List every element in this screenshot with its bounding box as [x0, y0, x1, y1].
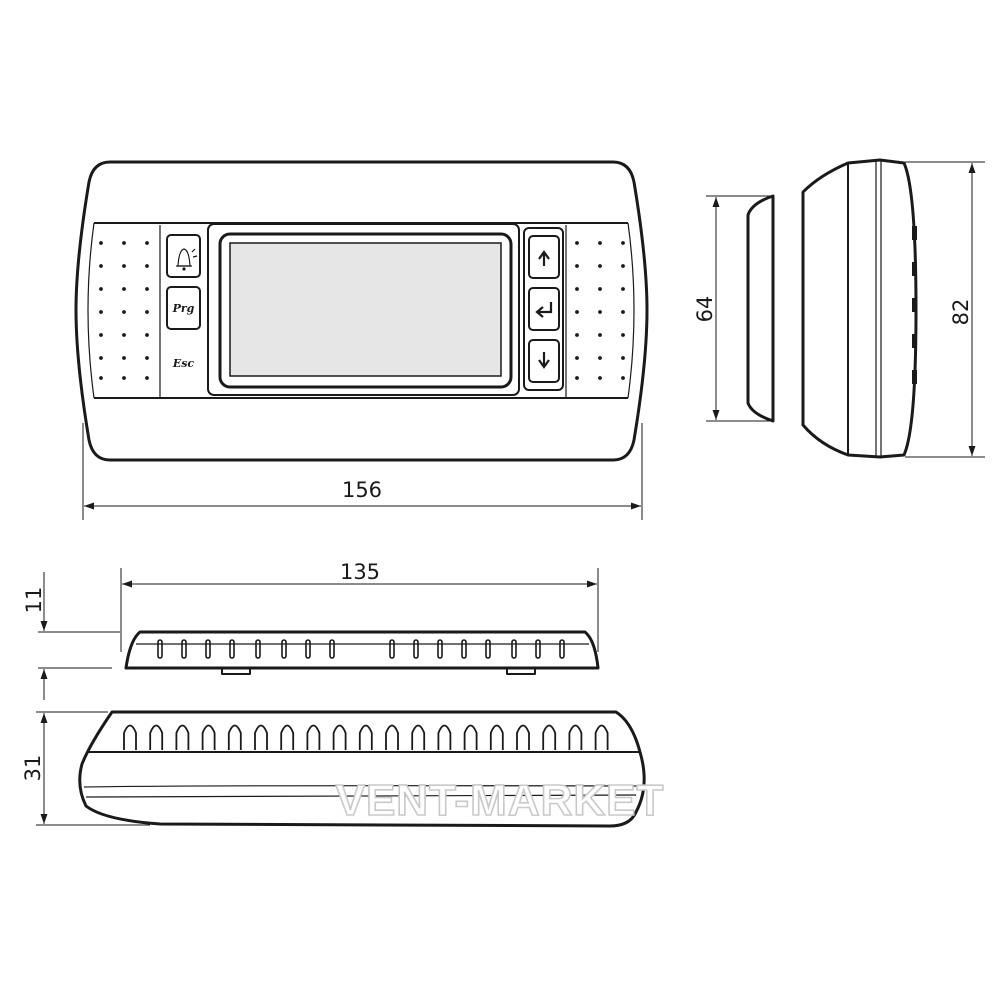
down-button[interactable]: [528, 339, 560, 383]
bottom-rib: [227, 724, 242, 750]
prg-button[interactable]: Prg: [166, 286, 201, 330]
side-view: 64 82: [693, 158, 985, 459]
enter-button[interactable]: [528, 287, 560, 331]
bottom-rib: [175, 724, 190, 750]
bottom-rib: [516, 724, 530, 750]
bottom-rib: [463, 724, 478, 750]
bottom-rib: [437, 724, 452, 750]
top-vent-slot: [535, 639, 541, 659]
alarm-bell-icon: [176, 248, 198, 271]
top-vent-slot: [281, 639, 287, 659]
right-key-panel: [523, 227, 564, 391]
dimension-156: 156: [82, 423, 643, 520]
prg-label: Prg: [172, 302, 195, 315]
left-grille: [99, 241, 149, 380]
dimension-135-label: 135: [340, 560, 380, 584]
dimension-135: 135: [120, 560, 599, 652]
bottom-rib: [332, 724, 347, 750]
dimension-11: 11: [22, 572, 120, 700]
front-right-edge: [627, 222, 635, 399]
bottom-rib: [385, 724, 399, 750]
front-view: Prg Esc: [74, 160, 649, 520]
top-vent-slot: [437, 639, 443, 659]
bottom-rib: [568, 724, 583, 750]
top-vent-slot: [461, 639, 467, 659]
bottom-rib: [306, 724, 321, 750]
bottom-rib: [149, 724, 164, 750]
bottom-rib: [358, 724, 373, 750]
dimension-64-label: 64: [693, 296, 717, 323]
dimension-64: 64: [693, 195, 773, 422]
dimension-31: 31: [21, 711, 150, 826]
up-button[interactable]: [528, 235, 560, 279]
bottom-rib: [280, 724, 295, 750]
bottom-rib: [123, 724, 137, 750]
dimension-156-label: 156: [342, 478, 382, 502]
bottom-view: 31: [21, 710, 646, 828]
top-clip-right: [506, 667, 536, 675]
top-body-outline: [124, 630, 600, 670]
dimension-31-label: 31: [21, 755, 45, 782]
top-vent-slot: [157, 639, 163, 659]
top-view: 135 11: [22, 560, 600, 700]
top-vent-slot: [329, 639, 335, 659]
front-body-outline: [74, 160, 649, 462]
bottom-rib: [594, 724, 609, 750]
bottom-rib: [201, 724, 216, 750]
top-vent-slot: [485, 639, 491, 659]
right-grille: [575, 241, 625, 380]
bottom-rib: [542, 724, 557, 750]
top-vent-slot: [389, 639, 395, 659]
top-vent-slot: [205, 639, 211, 659]
watermark-text: VENT-MARKET: [336, 776, 665, 825]
top-vent-slot: [255, 639, 261, 659]
side-key-bumps: [912, 226, 917, 384]
bottom-mid-line: [83, 785, 641, 788]
dimension-11-label: 11: [22, 587, 46, 614]
bottom-mid-line-2: [85, 794, 637, 798]
bottom-rib: [489, 724, 504, 750]
bottom-rib: [254, 724, 268, 750]
top-vent-slot: [511, 639, 517, 659]
enter-icon: [535, 302, 553, 318]
bottom-ribs: [123, 724, 609, 750]
display-bezel: [207, 223, 520, 396]
arrow-down-icon: [538, 352, 550, 369]
side-body-profile: [801, 158, 918, 459]
alarm-button[interactable]: [166, 234, 201, 278]
top-vent-slot: [229, 639, 235, 659]
top-vent-slot: [559, 639, 565, 659]
arrow-up-icon: [538, 250, 550, 266]
dimension-82-label: 82: [949, 299, 973, 326]
display-frame: [218, 232, 513, 389]
lcd-screen: [229, 242, 502, 377]
dimension-82: 82: [905, 161, 985, 458]
cutout-profile: [746, 194, 775, 423]
bottom-rib: [411, 724, 426, 750]
top-vents: [157, 639, 565, 659]
top-vent-slot: [413, 639, 419, 659]
esc-label[interactable]: Esc: [172, 357, 195, 370]
top-vent-slot: [181, 639, 187, 659]
front-left-edge: [87, 222, 95, 399]
top-vent-slot: [305, 639, 311, 659]
top-clip-left: [221, 667, 251, 675]
